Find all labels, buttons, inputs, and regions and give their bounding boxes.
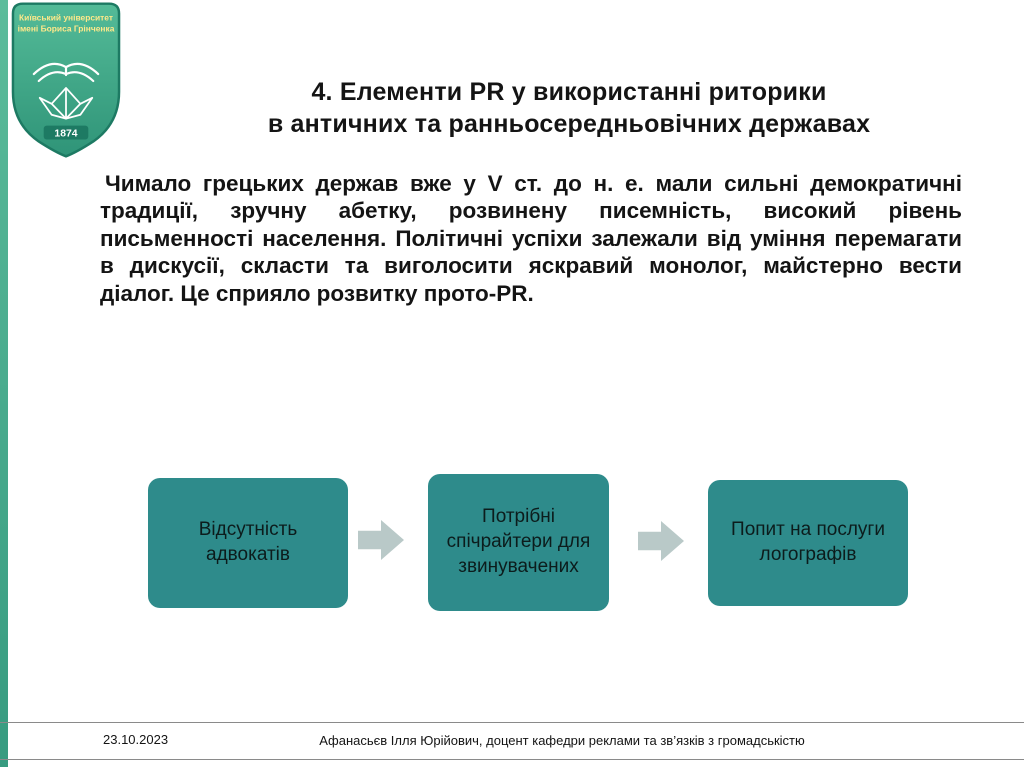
logo-shield-shape [11, 2, 121, 158]
process-box-1: Відсутність адвокатів [148, 478, 348, 608]
footer-divider-line [0, 722, 1024, 723]
process-box-3-label: Попит на послуги логографів [731, 519, 885, 565]
lotus-emblem-icon [38, 87, 94, 120]
logo-year: 1874 [54, 129, 77, 140]
slide-title: 4. Елементи PR у використанні риторики в… [142, 76, 996, 140]
slide-body-paragraph: Чимало грецьких держав вже у V ст. до н.… [100, 171, 962, 306]
right-arrow-icon [638, 521, 684, 561]
process-box-2: Потрібні спічрайтери для звинувачених [428, 474, 609, 611]
logo-text-line1: Київський університет [19, 13, 113, 23]
logo-text-line2: імені Бориса Грінченка [18, 23, 115, 33]
slide-title-line2: в античних та ранньосередньовічних держа… [267, 110, 871, 138]
process-box-2-label: Потрібні спічрайтери для звинувачених [446, 506, 591, 577]
footer-date: 23.10.2023 [103, 732, 169, 747]
right-arrow-icon [358, 520, 404, 560]
slide-title-line1: 4. Елементи PR у використанні риторики [311, 78, 827, 106]
logo-year-banner [43, 125, 89, 140]
footer-author-credit: Афанасьєв Ілля Юрійович, доцент кафедри … [319, 733, 805, 748]
bottom-border-line [0, 759, 1024, 760]
open-book-icon [32, 62, 100, 83]
process-box-1-label: Відсутність адвокатів [198, 519, 298, 565]
left-accent-bar [0, 0, 8, 767]
process-box-3: Попит на послуги логографів [708, 480, 908, 606]
university-logo: Київський університет імені Бориса Грінч… [11, 2, 121, 158]
